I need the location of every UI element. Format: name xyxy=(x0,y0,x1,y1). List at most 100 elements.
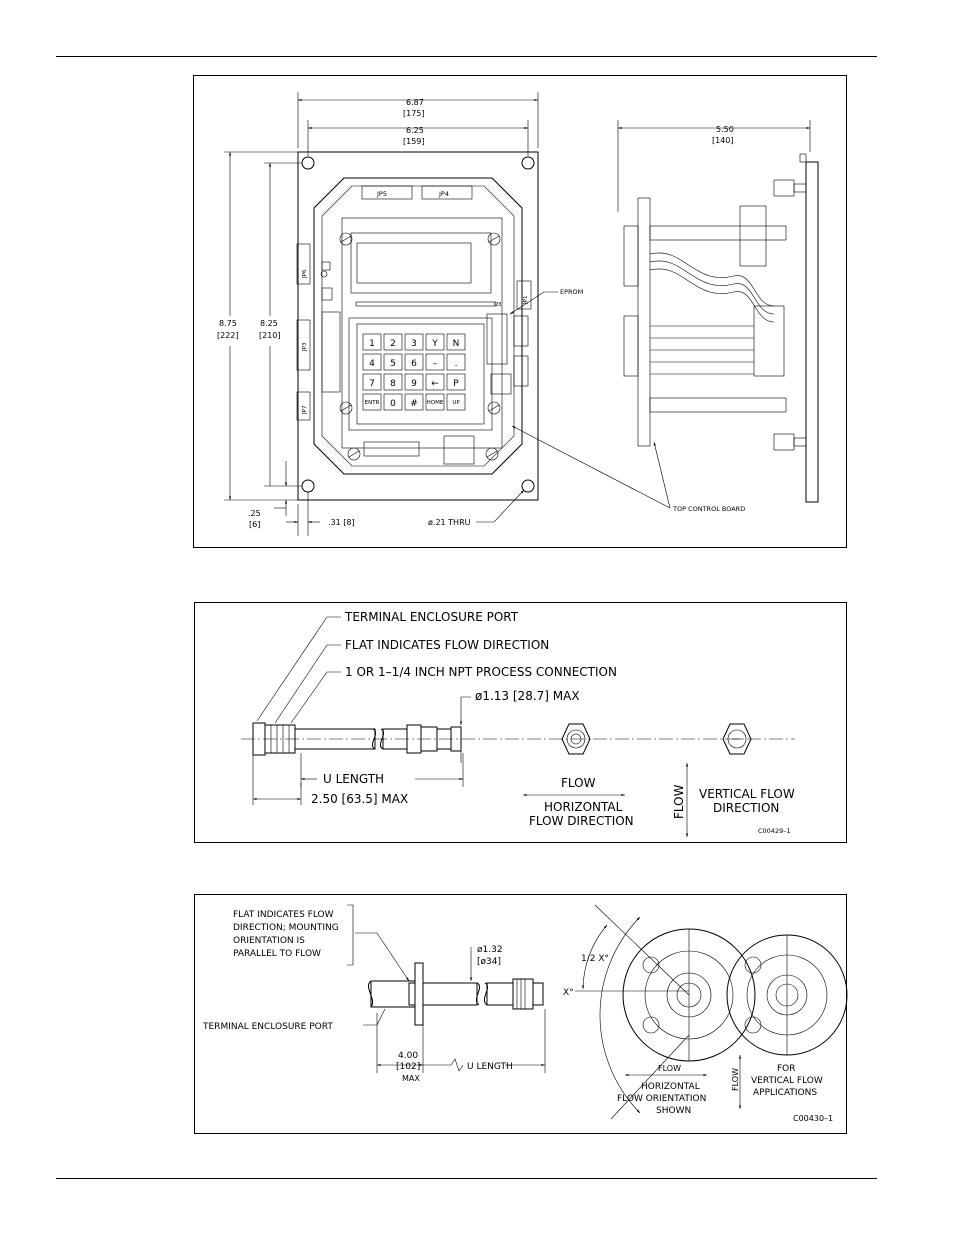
drawing-code: C00429–1 xyxy=(758,827,791,835)
keypad-key xyxy=(425,393,445,411)
leader-npt xyxy=(290,671,341,724)
jp5-label: JP5 xyxy=(376,190,387,198)
keypad-key-label: ENTR xyxy=(365,400,380,406)
header-rule xyxy=(56,56,877,57)
dim-height-inner: 8.25 xyxy=(260,319,278,328)
keypad-key xyxy=(404,353,424,371)
keypad-key-label: 3 xyxy=(411,339,417,349)
pot-icon xyxy=(321,261,331,271)
keypad-key xyxy=(362,353,382,371)
u-label: U LENGTH xyxy=(467,1062,513,1072)
keypad-key-label: 9 xyxy=(411,379,417,389)
right-connector xyxy=(513,315,529,347)
flow-label-vertical: FLOW xyxy=(672,784,686,819)
leader-flat xyxy=(274,644,341,724)
keypad-key xyxy=(425,333,445,351)
panel-npt-drawing: TERMINAL ENCLOSURE PORT FLAT INDICATES F… xyxy=(241,610,795,837)
dim-u: U LENGTH xyxy=(323,772,384,786)
label-flat: FLAT INDICATES FLOW DIRECTION xyxy=(345,638,549,652)
bottom-connector xyxy=(363,435,475,465)
keypad-key xyxy=(362,373,382,391)
horiz-label-2: FLOW ORIENTATION xyxy=(617,1094,706,1104)
vert-label-2: VERTICAL FLOW xyxy=(751,1076,823,1086)
dim-height-inner-mm: [210] xyxy=(259,331,281,340)
note-line-3: ORIENTATION IS xyxy=(233,936,305,946)
flow-label-vertical: FLOW xyxy=(731,1068,740,1091)
dim-max: 2.50 [63.5] MAX xyxy=(311,792,408,806)
jp3-block xyxy=(296,319,311,371)
leader-port xyxy=(256,616,341,722)
side-view xyxy=(623,153,819,503)
keypad-key xyxy=(446,333,466,351)
mounting-hole-icon xyxy=(301,156,315,170)
dim-len: 4.00 xyxy=(398,1051,418,1061)
keypad-inner xyxy=(356,323,485,425)
keypad-key xyxy=(383,353,403,371)
eprom-chip xyxy=(486,313,508,365)
keypad-key-label: 5 xyxy=(390,359,396,369)
keypad-key-label: N xyxy=(453,339,460,349)
angle-x: X° xyxy=(563,988,574,998)
note-line-1: FLAT INDICATES FLOW xyxy=(233,910,334,920)
keypad-key-label: P xyxy=(453,379,459,389)
dim-dia-mm: [ø34] xyxy=(477,957,501,967)
dim-depth-mm: [140] xyxy=(712,136,734,145)
keypad-key-label: 6 xyxy=(411,359,417,369)
right-connector xyxy=(513,355,529,387)
flange-horizontal-icon xyxy=(622,928,756,1062)
keypad-key xyxy=(404,333,424,351)
keypad-key-label: 0 xyxy=(390,399,396,409)
label-npt: 1 OR 1–1/4 INCH NPT PROCESS CONNECTION xyxy=(345,665,617,679)
keypad-key xyxy=(425,353,445,371)
mounting-hole-icon xyxy=(301,479,315,493)
control-board xyxy=(341,217,503,449)
left-chip xyxy=(321,311,341,393)
angle-half: 1/2 X° xyxy=(581,954,609,964)
horiz-label-2: FLOW DIRECTION xyxy=(529,814,634,828)
dim-len-mm: [102] xyxy=(396,1062,420,1072)
display-connector xyxy=(355,301,497,307)
keypad-key xyxy=(362,393,382,411)
flow-label: FLOW xyxy=(658,1064,681,1073)
keypad-key-label: UP xyxy=(452,400,460,406)
dim-width-inner: 6.25 xyxy=(406,126,424,135)
jp3-label: JP3 xyxy=(302,342,308,352)
dim-edge-h: .31 [8] xyxy=(328,518,355,527)
keypad-key xyxy=(446,353,466,371)
keypad-key-label: ← xyxy=(431,379,439,389)
jp4-label: JP4 xyxy=(438,190,449,198)
flanged-probe xyxy=(367,962,544,1026)
dim-dia: ø1.32 xyxy=(477,945,503,955)
lcd-display xyxy=(356,242,472,284)
keypad-key xyxy=(383,373,403,391)
keypad-key-label: Y xyxy=(431,339,438,349)
panel-sensor-flange: FLAT INDICATES FLOW DIRECTION; MOUNTING … xyxy=(194,894,848,1134)
keypad-key-label: 1 xyxy=(369,339,375,349)
keypad-key xyxy=(404,373,424,391)
panel-flange-drawing: FLAT INDICATES FLOW DIRECTION; MOUNTING … xyxy=(202,904,848,1123)
screw-icon xyxy=(339,232,501,461)
fitting-vertical-icon xyxy=(722,723,752,755)
keypad-key xyxy=(425,373,445,391)
keypad-key-label: 4 xyxy=(369,359,375,369)
keypad-key xyxy=(446,373,466,391)
keypad-key-label: – xyxy=(433,359,438,369)
keypad-key-label: 8 xyxy=(390,379,396,389)
note-line-4: PARALLEL TO FLOW xyxy=(233,949,321,959)
board-label: TOP CONTROL BOARD xyxy=(672,505,745,513)
label-port: TERMINAL ENCLOSURE PORT xyxy=(344,610,519,624)
dim-dia: ø1.13 [28.7] MAX xyxy=(475,689,580,703)
flow-label: FLOW xyxy=(561,776,596,790)
mounting-hole-icon xyxy=(521,156,535,170)
mounting-hole-icon xyxy=(521,479,535,493)
jp4-block xyxy=(421,185,473,200)
keypad-frame xyxy=(348,317,493,431)
keypad-key-label: HOME xyxy=(427,400,444,406)
flange-vertical-icon xyxy=(726,934,848,1056)
eprom-leader xyxy=(509,291,558,315)
dim-width-outer-mm: [175] xyxy=(403,109,425,118)
keypad-key xyxy=(362,333,382,351)
fitting-horizontal-icon xyxy=(561,723,591,755)
